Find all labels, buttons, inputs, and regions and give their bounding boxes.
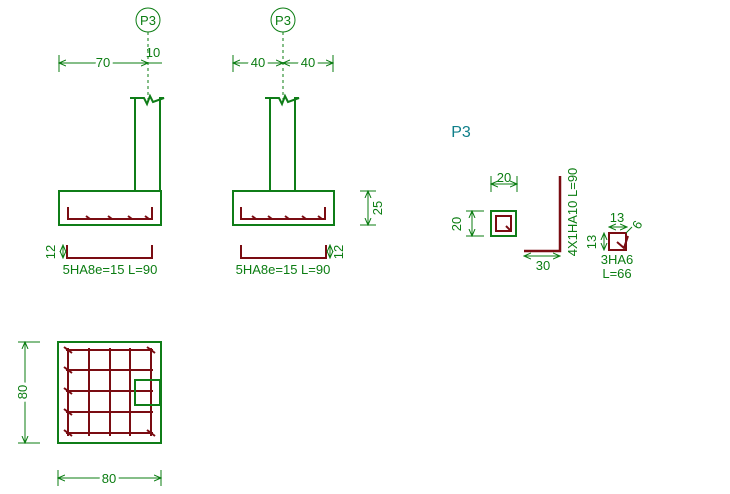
plan-width-label: 80 <box>102 471 116 486</box>
grid-ticks <box>63 346 156 437</box>
bar-label: 5HA8e=15 L=90 <box>236 262 331 277</box>
dim-left-label: 40 <box>251 55 265 70</box>
dim-right-label: 40 <box>301 55 315 70</box>
elevation-right: P3 40 40 25 12 5HA8e=15 L=90 <box>232 7 385 277</box>
stirrup-width-label: 13 <box>610 210 624 225</box>
bar-label: 4X1HA10 L=90 <box>565 168 580 257</box>
dim-left-label: 70 <box>96 55 110 70</box>
footing-section <box>232 190 335 226</box>
bar-shape <box>240 245 327 259</box>
stirrup-height-label: 13 <box>584 235 599 249</box>
dim-column-label: 10 <box>146 45 160 60</box>
section-height-label: 20 <box>449 217 464 231</box>
longitudinal-bar <box>524 176 562 253</box>
stirrup-label-2: L=66 <box>602 266 631 281</box>
stirrup-label-1: 3HA6 <box>601 252 634 267</box>
column-stirrup <box>495 215 512 232</box>
bar-cover-label: 12 <box>43 245 58 259</box>
axis-tag: P3 <box>275 13 291 28</box>
stirrup-hook <box>616 235 629 250</box>
bar-shape <box>66 245 153 259</box>
bar-marks <box>251 215 323 220</box>
column-detail: P3 20 20 30 4X1HA10 L=90 13 13 6 3HA6 L=… <box>449 124 645 281</box>
stirrup-hook-label: 6 <box>629 218 646 232</box>
rebar-grid <box>66 348 153 436</box>
bar-label: 5HA8e=15 L=90 <box>63 262 158 277</box>
footing-bar <box>240 207 326 220</box>
column-footprint <box>134 379 161 406</box>
bar-marks <box>85 215 150 220</box>
column-outline <box>134 93 165 190</box>
column-section <box>490 210 517 237</box>
height-label: 25 <box>370 201 385 215</box>
column-outline <box>269 93 300 190</box>
plan-view: 80 80 <box>12 341 162 489</box>
column-detail-title: P3 <box>451 124 471 141</box>
dim-hook <box>625 226 633 234</box>
bar-leg-label: 30 <box>536 258 550 273</box>
bar-cover-label: 12 <box>331 245 346 259</box>
elevation-left: P3 70 10 12 5HA8e=15 L=90 <box>43 7 165 277</box>
footing-bar <box>67 207 153 220</box>
axis-tag: P3 <box>140 13 156 28</box>
stirrup-hook <box>505 225 512 232</box>
footing-section <box>58 190 162 226</box>
plan-height-label: 80 <box>15 385 30 399</box>
section-width-label: 20 <box>497 170 511 185</box>
